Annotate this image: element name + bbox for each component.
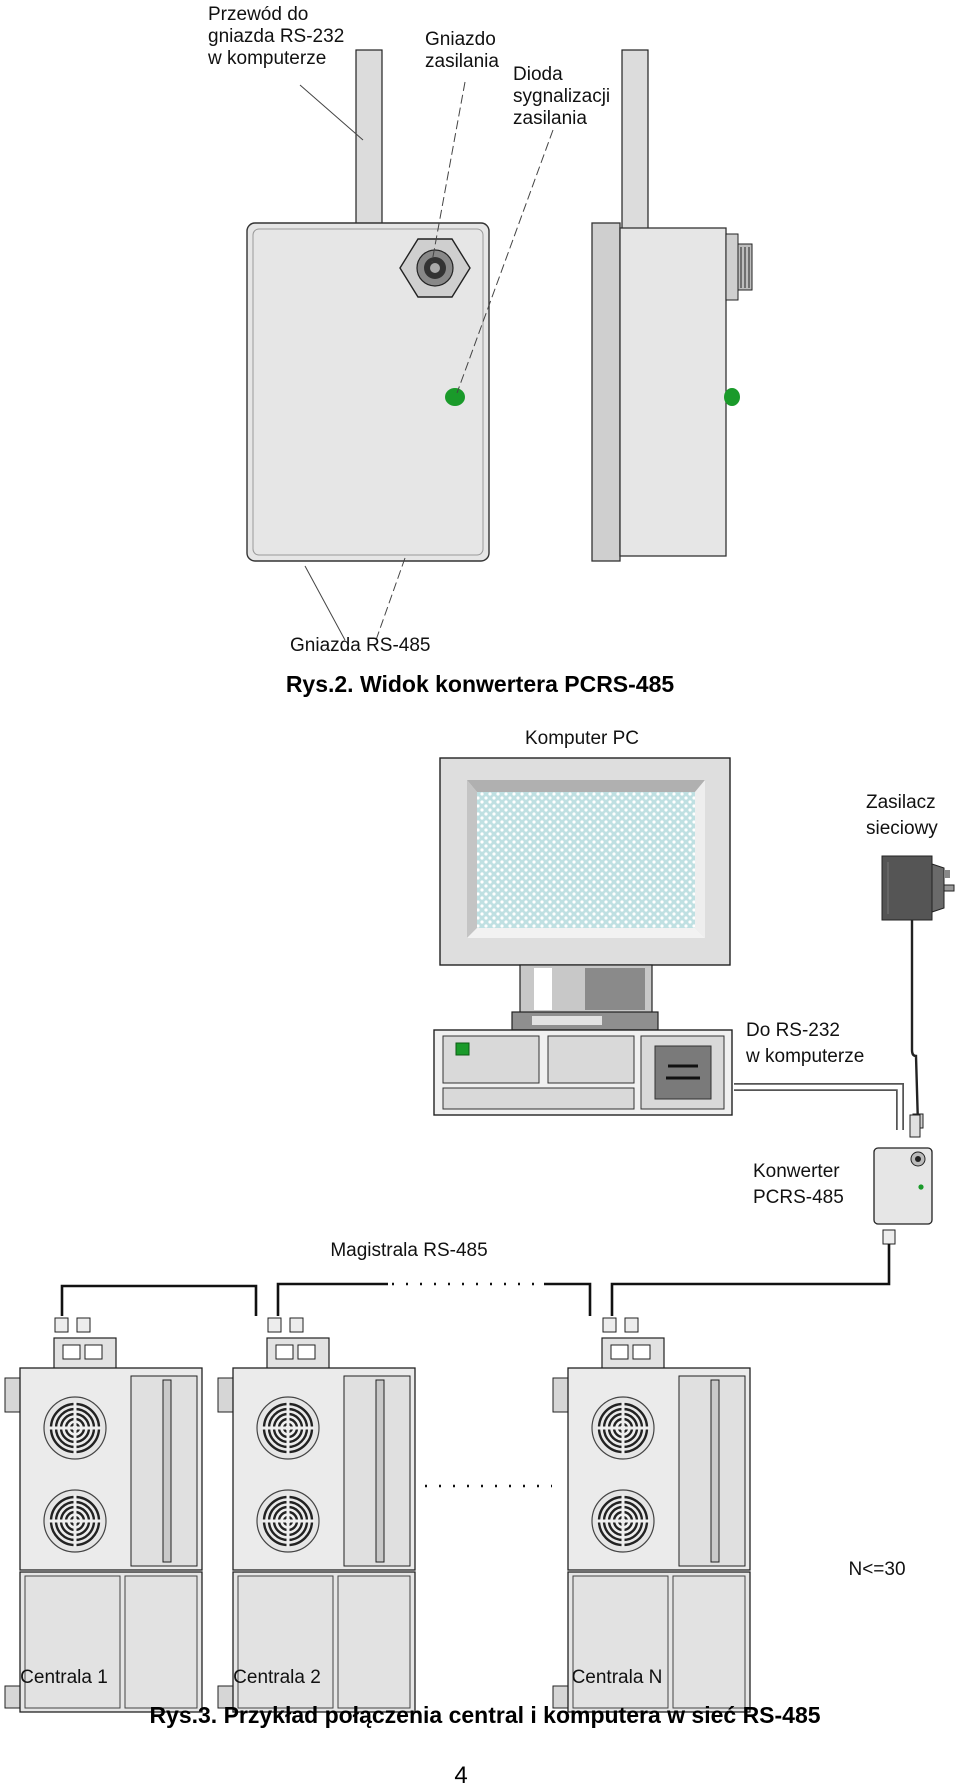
central-unit-1: Centrala 1: [4, 1317, 203, 1713]
converter-housing-front: [246, 222, 490, 562]
pc-power-led-icon: [455, 1042, 470, 1056]
power-led-side-icon: [724, 388, 740, 406]
speaker-grille-icon: [591, 1489, 655, 1553]
converter-side-view: [591, 49, 753, 562]
speaker-grille-icon: [43, 1396, 107, 1460]
label-rs485-sockets: Gniazda RS-485: [290, 635, 430, 656]
converter-front-view: [246, 49, 490, 562]
figure-3: Komputer PC: [4, 728, 955, 1728]
label-power-socket: Gniazdo zasilania: [425, 29, 501, 72]
label-bus: Magistrala RS-485: [330, 1240, 487, 1261]
speaker-grille-icon: [256, 1396, 320, 1460]
caption-figure-2: Rys.2. Widok konwertera PCRS-485: [286, 671, 675, 697]
label-limit: N<=30: [848, 1559, 905, 1580]
monitor-icon: [439, 757, 731, 1031]
caption-figure-3: Rys.3. Przykład połączenia central i kom…: [149, 1702, 820, 1728]
centrals-group: Centrala 1 Centrala 2 Centrala N: [4, 1317, 751, 1713]
label-central-1: Centrala 1: [20, 1667, 108, 1688]
power-led-icon: [445, 388, 465, 406]
power-socket-side-icon: [725, 233, 753, 301]
rs485-bus-wires: [60, 1244, 891, 1316]
label-power-led: Dioda sygnalizacji zasilania: [513, 64, 615, 129]
label-psu: Zasilacz sieciowy: [866, 792, 941, 839]
speaker-grille-icon: [43, 1489, 107, 1553]
central-unit-3: Centrala N: [552, 1317, 751, 1713]
label-central-3: Centrala N: [572, 1667, 663, 1688]
converter-pcrs485-icon: [873, 1147, 933, 1245]
psu-adapter-icon: [881, 855, 955, 921]
label-converter: Konwerter PCRS-485: [753, 1161, 845, 1208]
converter-housing-side: [619, 227, 727, 557]
speaker-grille-icon: [256, 1489, 320, 1553]
page-number: 4: [454, 1762, 467, 1787]
speaker-grille-icon: [591, 1396, 655, 1460]
rs232-cable: [355, 49, 383, 229]
rs232-cable-side: [621, 49, 649, 231]
central-unit-2: Centrala 2: [217, 1317, 416, 1713]
pc-case-icon: [433, 1029, 733, 1116]
monitor-screen: [477, 792, 695, 928]
figure-2: Przewód do gniazda RS-232 w komputerze G…: [207, 4, 753, 697]
label-pc: Komputer PC: [525, 728, 639, 749]
power-socket-icon: [399, 238, 471, 298]
label-rs232-cable: Przewód do gniazda RS-232 w komputerze: [207, 4, 350, 69]
label-central-2: Centrala 2: [233, 1667, 321, 1688]
label-rs232-port: Do RS-232 w komputerze: [745, 1020, 864, 1067]
